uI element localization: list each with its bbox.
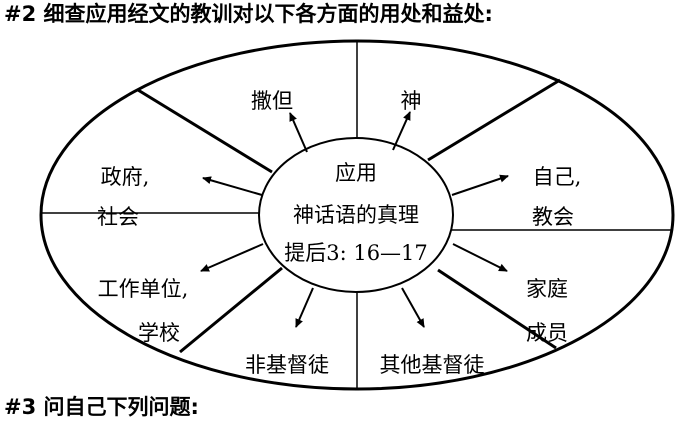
label-workplace: 工作单位,: [98, 277, 189, 301]
label-society: 社会: [97, 205, 139, 229]
label-other-christians: 其他基督徒: [380, 353, 485, 377]
arrow-to-non-christians: [295, 287, 314, 328]
label-school: 学校: [138, 321, 180, 345]
center-ellipse: [258, 137, 454, 293]
center-label-truth: 神话语的真理: [293, 203, 419, 227]
label-non-christians: 非基督徒: [245, 353, 329, 377]
arrow-to-government: [202, 176, 263, 196]
arrow-to-self-church: [451, 174, 509, 196]
section-2-heading: #2 细查应用经文的教训对以下各方面的用处和益处:: [4, 2, 493, 26]
label-members: 成员: [526, 321, 568, 345]
label-church: 教会: [532, 205, 574, 229]
label-family: 家庭: [526, 277, 568, 301]
label-god: 神: [401, 89, 422, 113]
arrow-to-family: [452, 243, 508, 272]
arrow-to-other-christians: [401, 287, 425, 328]
label-self: 自己,: [533, 165, 582, 189]
arrow-to-god: [392, 111, 411, 151]
divider-line-upper-left: [137, 88, 273, 174]
label-government: 政府,: [101, 165, 150, 189]
center-label-reference: 提后3: 16—17: [284, 241, 428, 265]
center-label-apply: 应用: [335, 161, 377, 185]
section-3-heading: #3 问自己下列问题:: [4, 395, 199, 419]
divider-line-lower-right: [437, 268, 557, 350]
divider-line-lower-left: [179, 266, 283, 354]
divider-line-upper-right: [427, 78, 561, 162]
label-satan: 撒但: [251, 89, 293, 113]
arrow-to-satan: [289, 112, 308, 153]
arrow-to-workplace: [200, 243, 264, 272]
